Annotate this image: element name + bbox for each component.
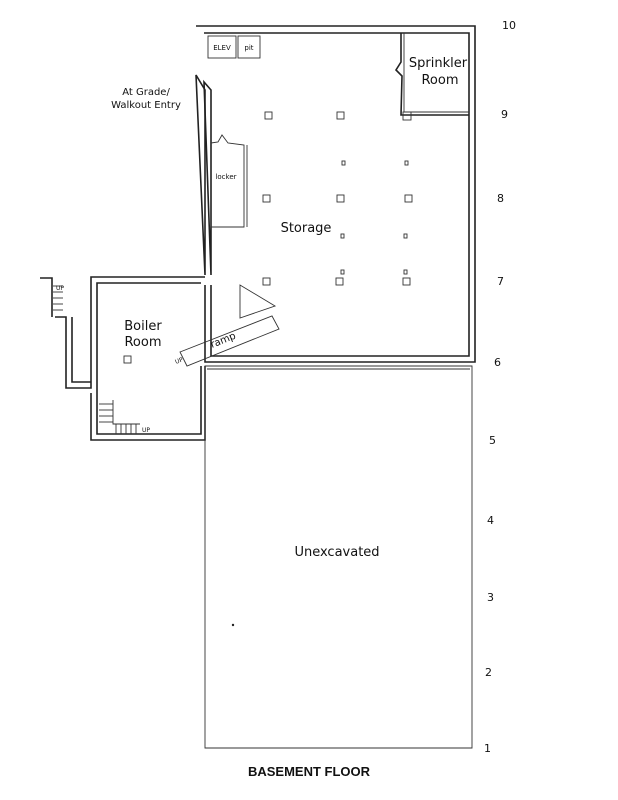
- svg-text:pit: pit: [244, 44, 253, 52]
- svg-text:5: 5: [489, 434, 496, 447]
- svg-text:10: 10: [502, 19, 516, 32]
- svg-text:6: 6: [494, 356, 501, 369]
- elevator: ELEV pit: [207, 35, 261, 59]
- svg-text:UP: UP: [56, 285, 64, 292]
- ramp: ramp UP: [174, 284, 280, 367]
- svg-text:Boiler: Boiler: [124, 319, 162, 334]
- page-title: BASEMENT FLOOR: [247, 764, 371, 779]
- svg-text:UP: UP: [142, 427, 150, 434]
- storage-label: Storage: [281, 221, 332, 236]
- gridline-numbers: 10 9 8 7 6 5 4 3 2 1: [484, 19, 516, 755]
- storage-walls: [195, 25, 476, 363]
- svg-text:Unexcavated: Unexcavated: [294, 545, 379, 560]
- entry-label-2: Walkout Entry: [111, 100, 181, 111]
- svg-text:Room: Room: [421, 73, 458, 88]
- svg-text:7: 7: [497, 275, 504, 288]
- entry-label: At Grade/: [122, 87, 170, 98]
- svg-text:UP: UP: [174, 356, 184, 366]
- svg-text:9: 9: [501, 108, 508, 121]
- sprinkler-room: Sprinkler Room: [394, 33, 469, 121]
- svg-text:1: 1: [484, 742, 491, 755]
- unexcavated-area: Unexcavated: [204, 365, 473, 749]
- locker: locker: [210, 134, 248, 228]
- svg-text:3: 3: [487, 591, 494, 604]
- columns: [123, 111, 413, 364]
- boiler-room: UP UP Boiler Room: [40, 276, 206, 441]
- svg-text:4: 4: [487, 514, 494, 527]
- svg-text:ELEV: ELEV: [213, 44, 231, 52]
- svg-text:2: 2: [485, 666, 492, 679]
- svg-text:Sprinkler: Sprinkler: [409, 56, 468, 71]
- svg-text:locker: locker: [215, 173, 236, 181]
- svg-text:8: 8: [497, 192, 504, 205]
- svg-text:Room: Room: [124, 335, 161, 350]
